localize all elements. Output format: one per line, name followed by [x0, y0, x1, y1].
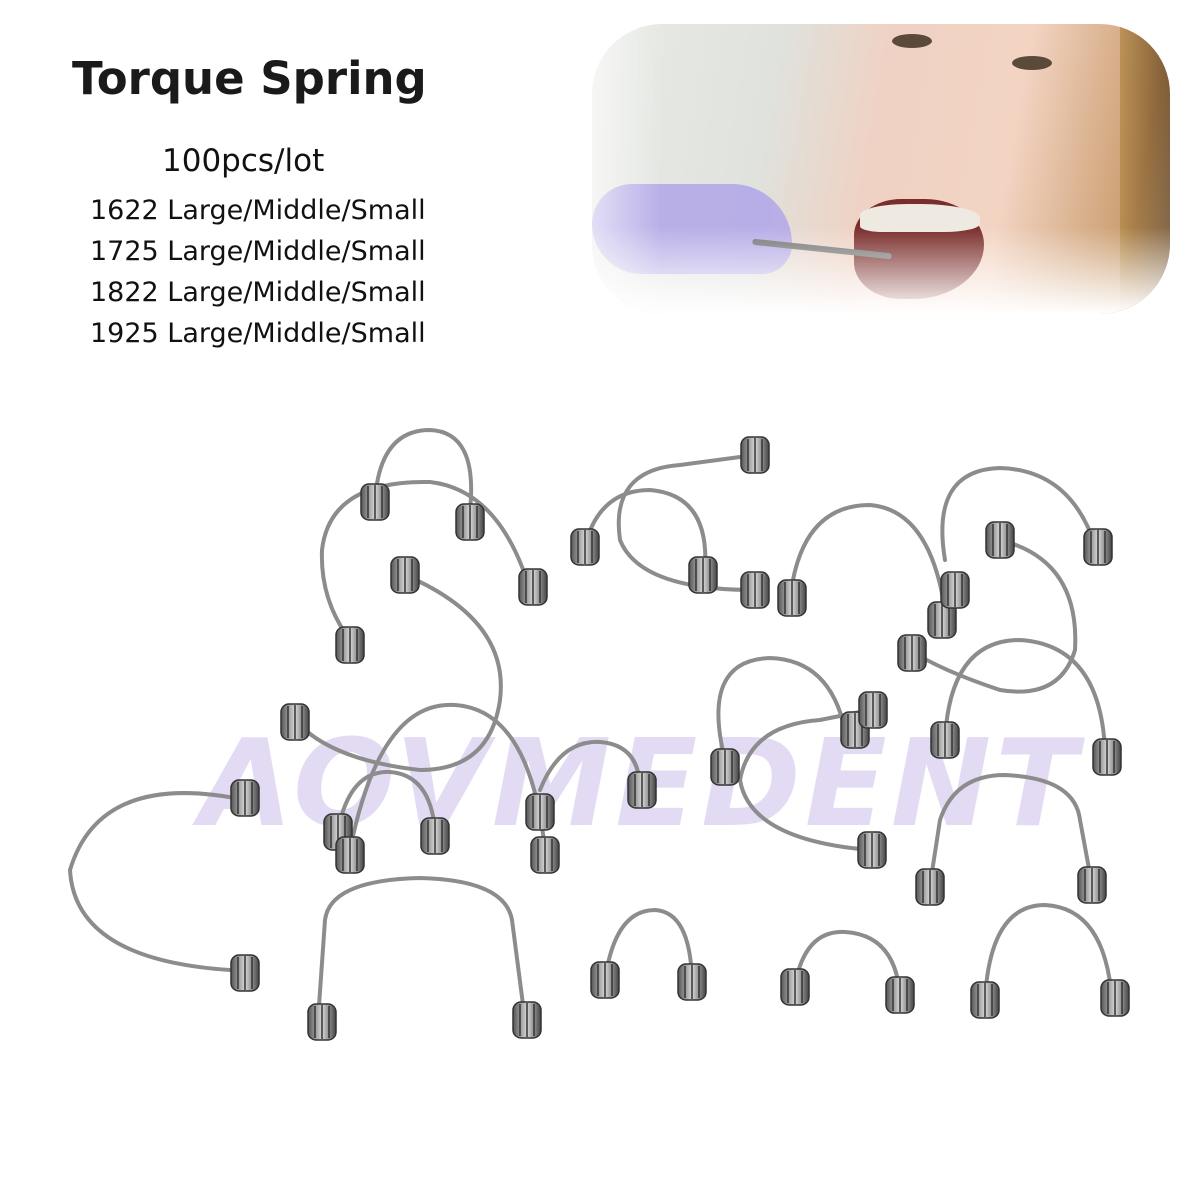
variant-item: 1925 Large/Middle/Small [90, 318, 426, 349]
quantity-label: 100pcs/lot [162, 143, 325, 179]
variant-list: 1622 Large/Middle/Small 1725 Large/Middl… [90, 190, 426, 354]
product-title: Torque Spring [72, 52, 427, 105]
variant-item: 1725 Large/Middle/Small [90, 236, 426, 267]
variant-item: 1822 Large/Middle/Small [90, 277, 426, 308]
braces-patient-photo [592, 24, 1170, 314]
variant-item: 1622 Large/Middle/Small [90, 195, 426, 226]
